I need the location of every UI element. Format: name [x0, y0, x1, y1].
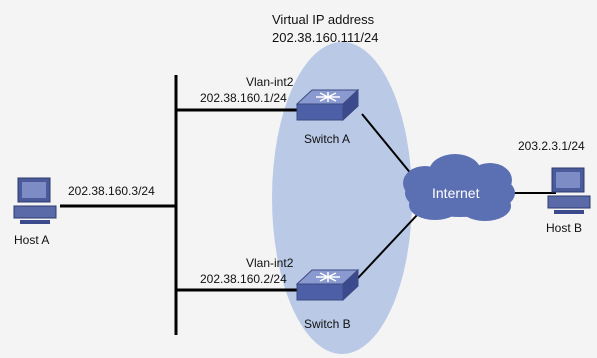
switch-a-icon — [295, 88, 360, 122]
switch-a-ip: 202.38.160.1/24 — [200, 91, 287, 105]
host-a-computer-icon — [13, 177, 57, 224]
host-a-ip: 202.38.160.3/24 — [68, 184, 155, 198]
switch-b-ip: 202.38.160.2/24 — [200, 272, 287, 286]
internet-label: Internet — [432, 185, 480, 201]
host-b-ip: 203.2.3.1/24 — [518, 139, 585, 153]
switch-b-internet-link — [357, 213, 419, 279]
switch-b-iface: Vlan-int2 — [246, 256, 294, 270]
switch-a-name: Switch A — [304, 132, 351, 146]
switch-a-iface: Vlan-int2 — [246, 75, 294, 89]
host-b-computer-icon — [547, 167, 591, 214]
switch-b-icon — [295, 268, 360, 302]
host-b-name: Host B — [546, 221, 583, 235]
switch-b-name: Switch B — [304, 317, 351, 331]
vrrp-group-ellipse — [272, 42, 412, 354]
internet-cloud-icon — [403, 154, 515, 221]
vip-title: Virtual IP address — [272, 12, 375, 27]
vip-address: 202.38.160.111/24 — [272, 30, 379, 45]
switch-a-internet-link — [361, 113, 413, 176]
host-a-name: Host A — [14, 233, 50, 247]
